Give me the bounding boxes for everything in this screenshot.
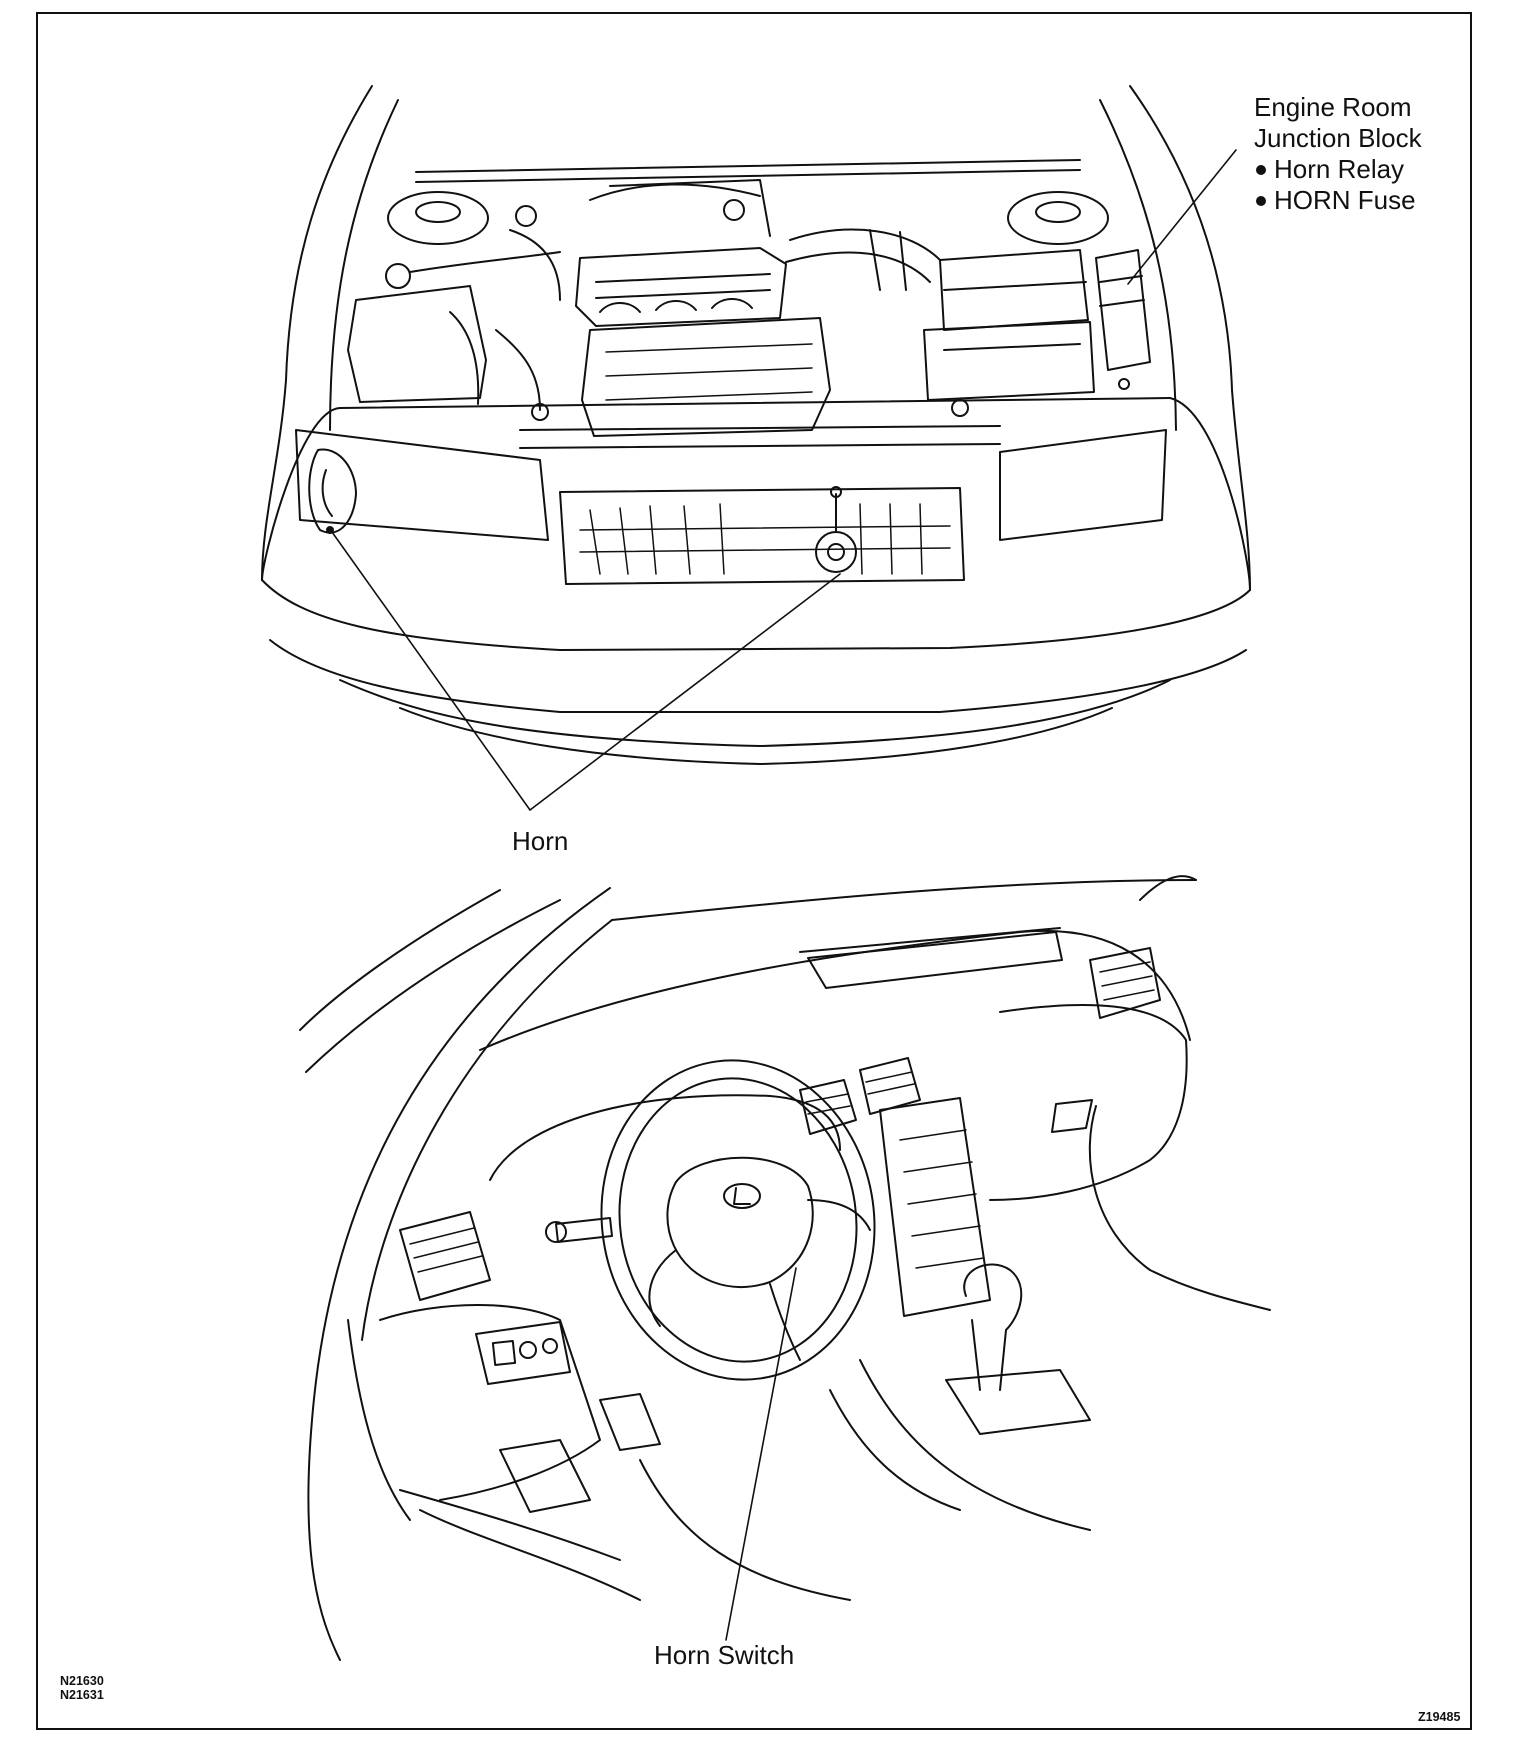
air-cleaner bbox=[939, 249, 1089, 331]
horn-switch-leader bbox=[725, 1267, 797, 1641]
bumper-upper bbox=[261, 579, 1251, 651]
vent-right bbox=[1089, 947, 1161, 1019]
switch-panel bbox=[475, 1321, 571, 1385]
right-strut-tower bbox=[1007, 191, 1109, 245]
air-intake-hose bbox=[789, 228, 941, 261]
center-stack bbox=[879, 1097, 991, 1317]
steering-wheel-hub bbox=[666, 1156, 814, 1289]
lower-dash-left bbox=[379, 1304, 601, 1501]
interior-illustration bbox=[299, 875, 1271, 1661]
figure-frame bbox=[36, 12, 1472, 1730]
horn-leader-right bbox=[529, 573, 841, 811]
defroster-vent bbox=[807, 931, 1063, 989]
front-fascia bbox=[261, 407, 341, 581]
headlamp-left bbox=[295, 429, 549, 541]
gear-shifter bbox=[963, 1263, 1023, 1391]
bullet-icon bbox=[1256, 164, 1266, 175]
steering-wheel-rim bbox=[600, 1059, 876, 1381]
bumper-lower bbox=[269, 639, 1247, 713]
grille bbox=[559, 487, 965, 585]
figure-code-left-1: N21630 bbox=[60, 1674, 104, 1688]
hood-opening-left-inner bbox=[329, 99, 399, 431]
battery bbox=[923, 321, 1095, 401]
dash-top bbox=[479, 930, 1191, 1051]
windshield-top bbox=[611, 879, 1197, 921]
horn-switch-label: Horn Switch bbox=[654, 1640, 795, 1670]
turn-signal-stalk bbox=[555, 1217, 613, 1243]
headlamp-right bbox=[999, 429, 1167, 541]
horn-center bbox=[815, 531, 857, 573]
figure-code-left-2: N21631 bbox=[60, 1688, 104, 1702]
hood-opening-right-inner bbox=[1099, 99, 1177, 431]
horn-left bbox=[308, 448, 357, 534]
bullet-icon bbox=[1256, 195, 1266, 206]
figure-code-right: Z19485 bbox=[1418, 1710, 1461, 1724]
horn-relay-item: Horn Relay bbox=[1254, 154, 1422, 185]
horn-fuse-item: HORN Fuse bbox=[1254, 185, 1422, 216]
vent-left bbox=[399, 1211, 491, 1301]
center-vent-left bbox=[799, 1079, 857, 1135]
junction-block-title-line1: Engine Room bbox=[1254, 92, 1412, 122]
engine-cover bbox=[575, 247, 787, 327]
junction-block-title-line2: Junction Block bbox=[1254, 123, 1422, 153]
junction-block-callout: Engine Room Junction Block Horn Relay HO… bbox=[1254, 92, 1422, 216]
hood-opening-right-edge bbox=[1129, 85, 1251, 591]
junction-block-leader bbox=[1127, 149, 1237, 285]
engine-bay-illustration bbox=[261, 85, 1251, 811]
shift-gate bbox=[945, 1369, 1091, 1435]
junction-block-box bbox=[1095, 249, 1151, 371]
horn-leader-left bbox=[331, 531, 531, 811]
figure-code-left: N21630 N21631 bbox=[60, 1674, 104, 1702]
instrument-hood bbox=[489, 1094, 841, 1181]
left-strut-tower bbox=[387, 191, 489, 245]
pedal-left bbox=[499, 1439, 591, 1513]
glovebox-handle bbox=[1051, 1099, 1093, 1133]
washer-tank bbox=[347, 285, 487, 403]
horn-label: Horn bbox=[512, 826, 569, 856]
center-vent-right bbox=[859, 1057, 921, 1115]
lexus-emblem-icon bbox=[723, 1183, 761, 1209]
radiator-support bbox=[339, 397, 1171, 409]
engine-block bbox=[581, 317, 831, 437]
hood-opening-left-edge bbox=[261, 85, 373, 581]
a-pillar-outer bbox=[307, 887, 611, 1661]
pedal-right bbox=[599, 1393, 661, 1451]
cowl-line bbox=[415, 159, 1081, 173]
a-pillar-inner bbox=[361, 919, 613, 1341]
